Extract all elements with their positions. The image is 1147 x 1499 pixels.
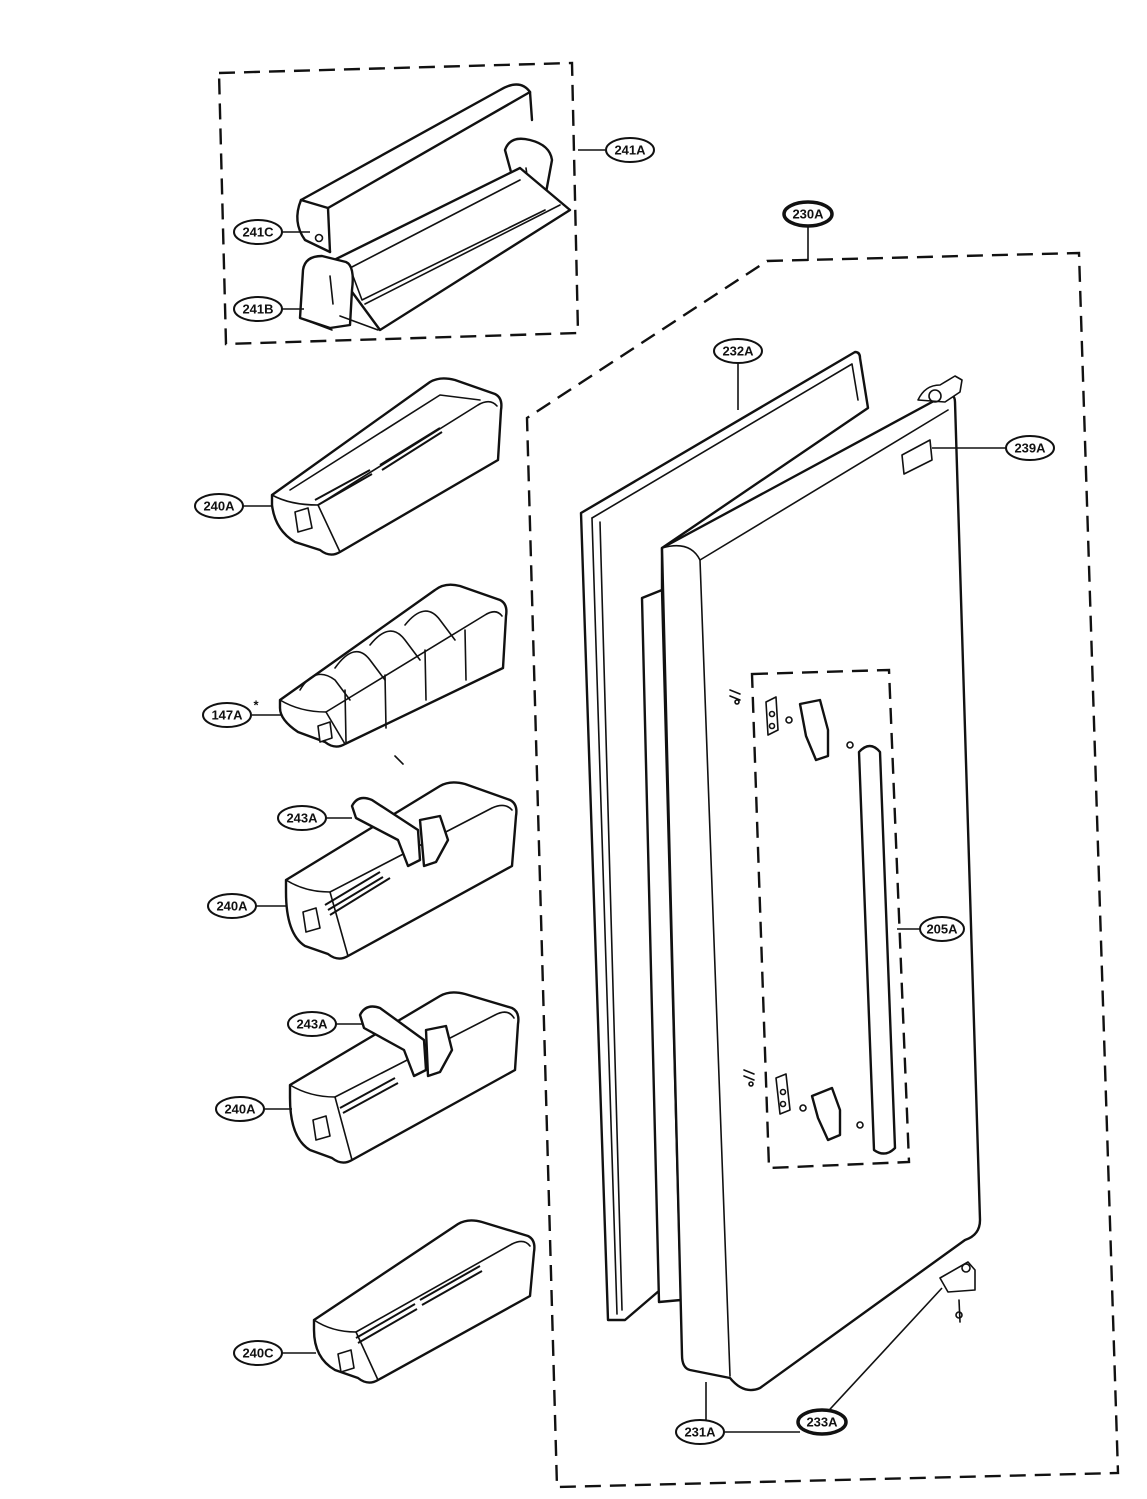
part-label-240A-1: 240A	[194, 493, 244, 519]
part-label-241A: 241A	[605, 137, 655, 163]
svg-text:231A: 231A	[684, 1425, 716, 1440]
asterisk-mark: *	[253, 698, 259, 713]
door-bin-240A-1	[270, 377, 503, 556]
svg-text:241B: 241B	[242, 302, 273, 317]
part-label-205A: 205A	[919, 916, 965, 942]
svg-text:241A: 241A	[614, 143, 646, 158]
svg-text:239A: 239A	[1014, 441, 1046, 456]
svg-text:240C: 240C	[242, 1346, 274, 1361]
part-label-147A: 147A *	[202, 698, 259, 728]
leader-lines	[243, 149, 1006, 1433]
part-label-243A-1: 243A	[277, 805, 327, 831]
part-label-241B: 241B	[233, 296, 283, 322]
part-label-239A: 239A	[1005, 435, 1055, 461]
part-label-240A-2: 240A	[207, 893, 257, 919]
part-label-230A: 230A	[782, 200, 834, 228]
svg-text:241C: 241C	[242, 225, 274, 240]
svg-text:240A: 240A	[216, 899, 248, 914]
svg-text:233A: 233A	[806, 1415, 838, 1430]
svg-text:243A: 243A	[296, 1017, 328, 1032]
svg-text:243A: 243A	[286, 811, 318, 826]
part-label-240A-3: 240A	[215, 1096, 265, 1122]
svg-text:205A: 205A	[926, 922, 958, 937]
dashed-box-230A	[525, 251, 1120, 1489]
part-label-233A: 233A	[796, 1408, 848, 1436]
door-panel	[640, 375, 982, 1392]
divider-243A-1	[350, 796, 450, 868]
handle-assembly-205A	[729, 668, 911, 1170]
svg-text:232A: 232A	[722, 344, 754, 359]
divider-243A-2	[358, 1005, 454, 1078]
part-label-243A-2: 243A	[287, 1011, 337, 1037]
part-label-240C: 240C	[233, 1340, 283, 1366]
door-bin-241A	[296, 83, 572, 332]
part-label-231A: 231A	[675, 1419, 725, 1445]
svg-text:240A: 240A	[224, 1102, 256, 1117]
door-bin-240C	[312, 1219, 536, 1384]
door-bin-240A-2	[284, 781, 518, 960]
svg-text:240A: 240A	[203, 499, 235, 514]
svg-text:147A: 147A	[211, 708, 243, 723]
door-bin-147A	[278, 583, 508, 765]
dashed-box-241A	[217, 61, 580, 346]
door-bin-240A-3	[288, 991, 520, 1164]
part-label-241C: 241C	[233, 219, 283, 245]
part-label-232A: 232A	[713, 338, 763, 364]
svg-text:230A: 230A	[792, 207, 824, 222]
